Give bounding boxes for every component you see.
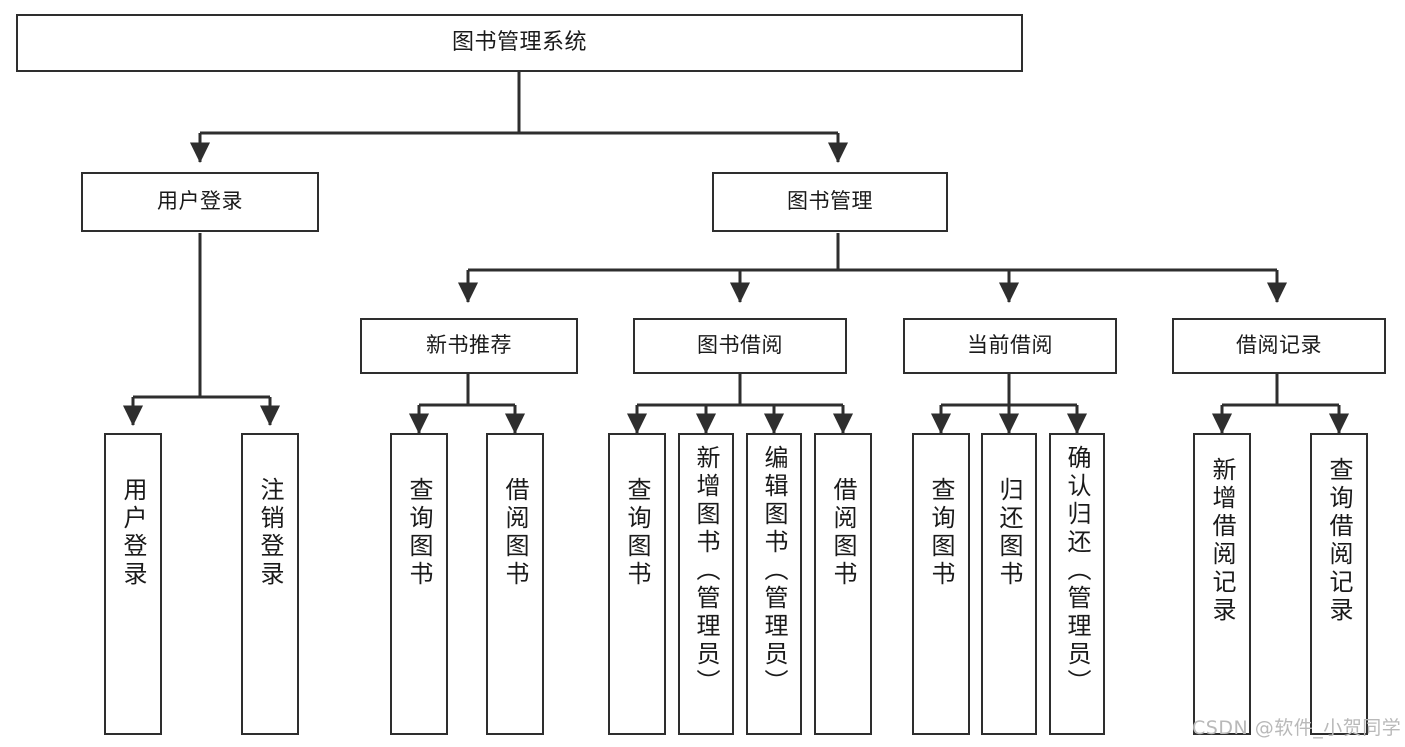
- node-leaf-user-login[interactable]: 用户登录: [104, 433, 162, 735]
- node-new-book-recommend[interactable]: 新书推荐: [360, 318, 578, 374]
- node-label: 新增图书（管理员）: [692, 445, 720, 697]
- node-leaf-query-borrow-record[interactable]: 查询借阅记录: [1310, 433, 1368, 735]
- node-label: 借阅图书: [829, 477, 857, 589]
- node-leaf-return-book[interactable]: 归还图书: [981, 433, 1037, 735]
- node-leaf-query-book-borrow[interactable]: 查询图书: [608, 433, 666, 735]
- node-leaf-query-book-recommend[interactable]: 查询图书: [390, 433, 448, 735]
- node-label: 归还图书: [995, 477, 1023, 589]
- node-user-login[interactable]: 用户登录: [81, 172, 319, 232]
- node-label: 用户登录: [157, 189, 243, 214]
- node-book-borrow[interactable]: 图书借阅: [633, 318, 847, 374]
- node-label: 新增借阅记录: [1208, 457, 1236, 625]
- node-label: 图书管理系统: [451, 29, 587, 55]
- node-label: 图书管理: [787, 189, 873, 214]
- node-leaf-borrow-book-recommend[interactable]: 借阅图书: [486, 433, 544, 735]
- node-book-management[interactable]: 图书管理: [712, 172, 948, 232]
- node-label: 编辑图书（管理员）: [760, 445, 788, 697]
- node-root-book-management-system[interactable]: 图书管理系统: [16, 14, 1023, 72]
- node-label: 新书推荐: [426, 333, 512, 358]
- node-leaf-add-book-admin[interactable]: 新增图书（管理员）: [678, 433, 734, 735]
- node-label: 图书借阅: [697, 333, 783, 358]
- node-leaf-logout-login[interactable]: 注销登录: [241, 433, 299, 735]
- node-borrow-record[interactable]: 借阅记录: [1172, 318, 1386, 374]
- node-label: 当前借阅: [967, 333, 1053, 358]
- csdn-watermark: CSDN @软件_小贺同学: [1192, 717, 1402, 739]
- node-leaf-query-book-current[interactable]: 查询图书: [912, 433, 970, 735]
- node-leaf-add-borrow-record[interactable]: 新增借阅记录: [1193, 433, 1251, 735]
- node-label: 注销登录: [256, 477, 284, 589]
- node-label: 确认归还（管理员）: [1063, 445, 1091, 697]
- node-current-borrow[interactable]: 当前借阅: [903, 318, 1117, 374]
- node-leaf-confirm-return-admin[interactable]: 确认归还（管理员）: [1049, 433, 1105, 735]
- node-label: 用户登录: [119, 477, 147, 589]
- node-label: 查询图书: [405, 477, 433, 589]
- node-leaf-borrow-book-borrow[interactable]: 借阅图书: [814, 433, 872, 735]
- node-label: 查询图书: [623, 477, 651, 589]
- node-leaf-edit-book-admin[interactable]: 编辑图书（管理员）: [746, 433, 802, 735]
- node-label: 借阅记录: [1236, 333, 1322, 358]
- node-label: 借阅图书: [501, 477, 529, 589]
- node-label: 查询图书: [927, 477, 955, 589]
- node-label: 查询借阅记录: [1325, 457, 1353, 625]
